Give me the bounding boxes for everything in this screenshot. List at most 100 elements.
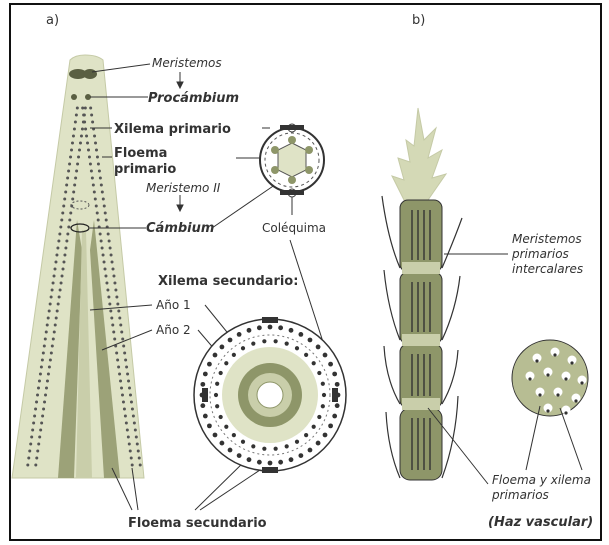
strand-dot [119, 380, 122, 383]
strand-dot [62, 268, 65, 271]
strand-dot [535, 359, 538, 362]
secondary-cross-section [194, 317, 346, 473]
panel-a: a) [12, 13, 346, 531]
strand-dot [113, 282, 116, 285]
strand-dot [72, 191, 75, 194]
strand-dot [86, 142, 89, 145]
strand-dot [83, 121, 86, 124]
strand-dot [44, 338, 47, 341]
strand-dot [62, 205, 65, 208]
strand-dot [50, 352, 53, 355]
strand-dot [232, 433, 236, 437]
strand-dot [48, 366, 51, 369]
strand-dot [321, 382, 325, 386]
strand-dot [203, 372, 208, 377]
label-floema-primario-1: Floema [114, 146, 167, 161]
strand-dot [304, 353, 308, 357]
strand-dot [130, 457, 133, 460]
strand-dot [304, 433, 308, 437]
strand-dot [564, 411, 567, 414]
strand-dot [68, 163, 71, 166]
procambium-dot-left [71, 94, 77, 100]
strand-dot [46, 380, 49, 383]
strand-dot [73, 128, 76, 131]
strand-dot [45, 331, 48, 334]
strand-dot [335, 403, 340, 408]
strand-dot [251, 444, 255, 448]
label-meristemos-b-3: intercalares [512, 262, 583, 276]
strand-dot [40, 422, 43, 425]
strand-dot [38, 380, 41, 383]
strand-dot [52, 338, 55, 341]
strand-dot [47, 317, 50, 320]
strand-dot [124, 359, 127, 362]
strand-dot [135, 436, 138, 439]
strand-dot [123, 408, 126, 411]
label-procambium: Procámbium [148, 91, 239, 106]
strand-dot [207, 423, 212, 428]
strand-dot [47, 373, 50, 376]
strand-dot [128, 443, 131, 446]
strand-dot [67, 170, 70, 173]
strand-dot [570, 361, 573, 364]
strand-dot [82, 114, 85, 117]
strand-dot [68, 219, 71, 222]
strand-dot [42, 408, 45, 411]
strand-dot [50, 296, 53, 299]
strand-dot [131, 464, 134, 467]
strand-dot [556, 393, 559, 396]
strand-dot [95, 205, 98, 208]
strand-dot [328, 423, 333, 428]
strand-dot [116, 359, 119, 362]
strand-dot [113, 338, 116, 341]
strand-dot [63, 254, 66, 257]
strand-dot [207, 362, 212, 367]
strand-dot [546, 373, 549, 376]
strand-dot [117, 366, 120, 369]
strand-dot [219, 415, 223, 419]
strand-dot [111, 324, 114, 327]
strand-dot [72, 135, 75, 138]
strand-dot [123, 352, 126, 355]
label-floema-xilema-1: Floema y xilema [492, 473, 591, 487]
strand-dot [29, 443, 32, 446]
strand-dot [56, 247, 59, 250]
strand-dot [57, 240, 60, 243]
strand-dot [94, 142, 97, 145]
strand-dot [65, 184, 68, 187]
strand-dot [121, 394, 124, 397]
strand-dot [274, 339, 278, 343]
strand-dot [100, 184, 103, 187]
strand-dot [110, 254, 113, 257]
strand-dot [49, 359, 52, 362]
strand-dot [27, 457, 30, 460]
strand-dot [99, 233, 102, 236]
strand-dot [52, 282, 55, 285]
strand-dot [134, 429, 137, 432]
strand-dot [73, 184, 76, 187]
strand-dot [298, 453, 303, 458]
strand-dot [106, 289, 109, 292]
strand-dot [71, 198, 74, 201]
strand-dot [109, 247, 112, 250]
strand-dot [48, 310, 51, 313]
strand-dot [30, 436, 33, 439]
strand-dot [60, 282, 63, 285]
strand-dot [215, 382, 219, 386]
strand-dot [37, 387, 40, 390]
strand-dot [332, 414, 337, 419]
strand-dot [105, 219, 108, 222]
label-meristemos: Meristemos [152, 56, 222, 70]
strand-dot [322, 393, 326, 397]
strand-dot [247, 328, 252, 333]
strand-dot [91, 121, 94, 124]
strand-dot [220, 345, 225, 350]
strand-dot [129, 450, 132, 453]
strand-dot [101, 247, 104, 250]
strand-dot [76, 163, 79, 166]
strand-dot [115, 296, 118, 299]
strand-dot [70, 149, 73, 152]
strand-dot [90, 114, 93, 117]
